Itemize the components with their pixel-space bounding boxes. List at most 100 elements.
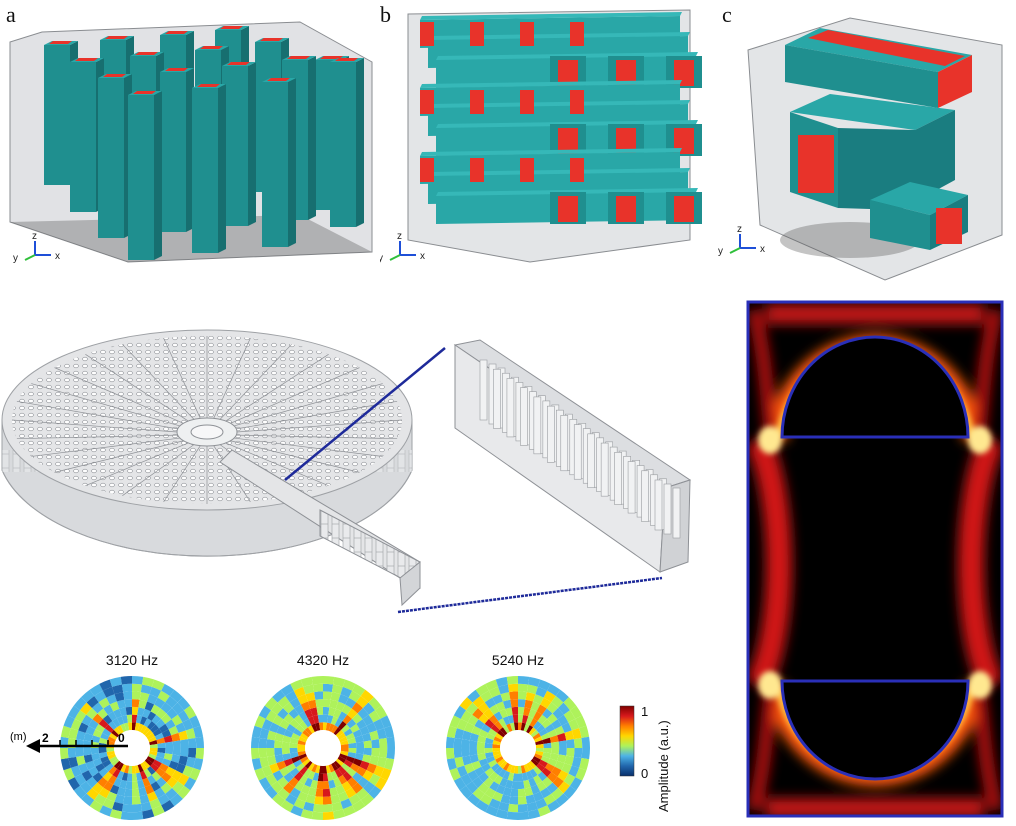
polar-cell: [490, 763, 500, 772]
polar-cell: [119, 707, 127, 717]
polar-cell: [163, 753, 173, 761]
polar-cell: [476, 741, 485, 748]
polar-cell: [74, 773, 87, 786]
polar-cell: [142, 676, 155, 687]
polar-cell: [329, 699, 339, 709]
polar-cell: [575, 715, 587, 729]
polar-cell: [474, 766, 485, 777]
polar-cell: [157, 748, 166, 754]
polar-cell: [310, 779, 318, 789]
polar-cell: [107, 775, 117, 785]
polar-cell: [187, 737, 197, 748]
beam-end: [470, 158, 484, 182]
polar-cell: [571, 728, 582, 740]
polar-cell: [113, 727, 122, 736]
sector-line: [163, 445, 201, 503]
polar-cell: [532, 732, 541, 740]
polar-cell: [464, 722, 475, 733]
sector-line: [85, 442, 189, 486]
polar-cell: [506, 811, 518, 820]
polar-cell: [333, 708, 342, 719]
polar-cell: [478, 758, 489, 767]
polar-cell: [303, 768, 312, 778]
polar-cell: [311, 764, 318, 773]
polar-cell: [348, 742, 357, 748]
sector-line: [54, 440, 184, 473]
polar-cell: [523, 723, 530, 732]
polar-cell: [95, 723, 105, 733]
polar-cell: [132, 722, 137, 731]
polar-cell: [492, 740, 501, 746]
polar-cell: [347, 737, 357, 744]
polar-cell: [149, 740, 158, 746]
polar-cell: [335, 784, 346, 795]
panel-a: a x z y: [0, 0, 380, 280]
polar-cell: [307, 770, 316, 780]
polar-cell: [529, 718, 538, 728]
polar-cell: [146, 756, 155, 764]
polar-cell: [79, 702, 92, 715]
polar-cell: [298, 753, 307, 760]
polar-cell: [277, 695, 290, 708]
polar-cell: [351, 782, 364, 794]
polar-cell: [351, 702, 364, 714]
polar-cell: [178, 730, 188, 741]
polar-cell: [85, 760, 96, 771]
polar-cell: [305, 794, 316, 804]
polar-cell: [499, 708, 508, 719]
polar-cell: [132, 691, 141, 700]
polar-cell: [484, 787, 496, 799]
polar-cell: [337, 732, 346, 740]
polar-cell: [161, 683, 175, 696]
polar-cell: [299, 766, 308, 776]
polar-cell: [157, 690, 170, 703]
axis-y-label: y: [718, 246, 723, 257]
polar-cell: [132, 788, 140, 797]
polar-cell: [297, 750, 306, 756]
polar-cell: [330, 716, 339, 726]
polar-cell: [274, 732, 284, 742]
polar-cell: [169, 793, 183, 807]
polar-cell: [76, 755, 86, 766]
polar-cell: [540, 732, 550, 741]
resonator-cylinder: [520, 387, 528, 446]
polar-cell: [86, 707, 98, 720]
polar-cell: [327, 714, 334, 724]
polar-cell: [456, 765, 468, 778]
polar-cell: [150, 724, 160, 733]
polar-cell: [318, 765, 323, 774]
polar-cell: [476, 748, 485, 755]
polar-cell: [356, 748, 365, 755]
radial-axis-tick-zero: 0: [118, 731, 125, 745]
polar-cell: [102, 798, 115, 810]
polar-cell: [149, 750, 158, 756]
polar-cell: [125, 706, 132, 715]
polar-cell: [335, 758, 344, 767]
polar-cell: [185, 756, 196, 768]
polar-cell: [337, 756, 346, 764]
polar-cell: [311, 723, 318, 732]
polar-cell: [132, 683, 143, 693]
polar-cell: [467, 714, 479, 726]
radial-axis-tick-max: 2: [42, 731, 49, 745]
polar-cell: [362, 754, 372, 764]
polar-cell: [160, 702, 173, 714]
polar-cell: [557, 732, 567, 742]
polar-cell: [272, 714, 284, 726]
polar-cell: [477, 702, 490, 714]
polar-cell: [107, 711, 117, 721]
sector-line: [236, 419, 403, 433]
polar-cell: [456, 718, 468, 731]
polar-cell: [453, 748, 463, 759]
polar-cell: [446, 725, 457, 738]
polar-cell: [63, 767, 75, 781]
polar-cell: [121, 683, 132, 693]
polar-cell: [541, 767, 552, 778]
polar-cell: [538, 759, 548, 768]
polar-cell: [492, 743, 501, 748]
polar-cell: [357, 707, 369, 720]
polar-cell: [363, 740, 372, 748]
polar-cell: [295, 763, 305, 772]
polar-cell: [333, 777, 342, 788]
polar-cell: [138, 699, 148, 709]
